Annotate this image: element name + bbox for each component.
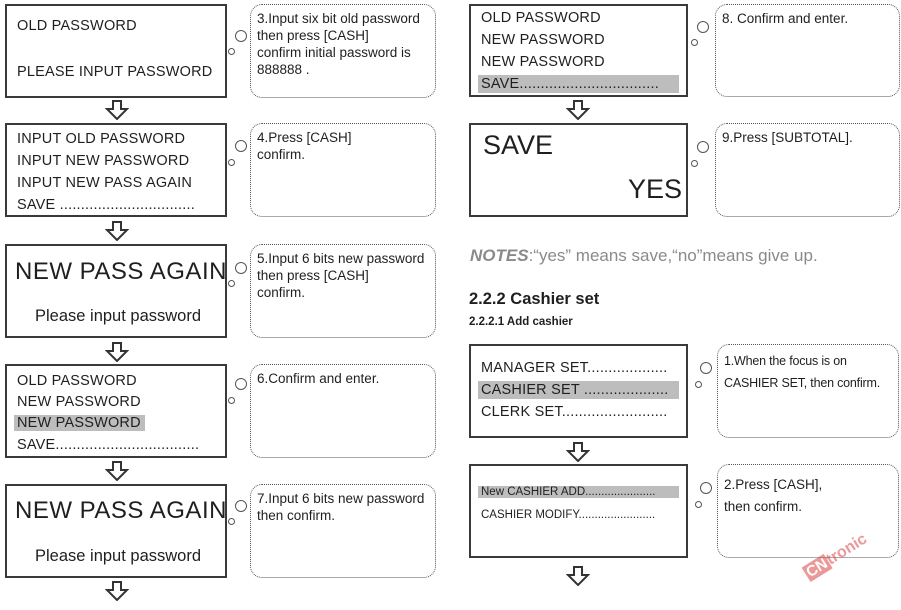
bubble-icon: [228, 48, 235, 55]
bubble-icon: [235, 500, 247, 512]
lcd-line: INPUT OLD PASSWORD: [17, 131, 186, 147]
instruction-note-cashier-step1: 1.When the focus is on CASHIER SET, then…: [717, 344, 899, 438]
down-arrow-icon: [105, 221, 129, 241]
lcd-subtitle: Please input password: [35, 547, 202, 565]
instruction-note-step8: 8. Confirm and enter.: [715, 4, 900, 97]
instruction-note-step5: 5.Input 6 bits new password then press […: [250, 244, 436, 338]
bubble-icon: [228, 518, 235, 525]
instruction-text: 1.When the focus is on CASHIER SET, then…: [724, 354, 880, 390]
down-arrow-icon: [105, 100, 129, 120]
bubble-icon: [691, 39, 698, 46]
section-heading: 2.2.2 Cashier set: [469, 290, 600, 308]
lcd-line: OLD PASSWORD: [17, 373, 137, 389]
lcd-value: YES: [627, 174, 682, 204]
bubble-icon: [700, 482, 712, 494]
lcd-subtitle: Please input password: [35, 307, 202, 325]
down-arrow-icon: [566, 100, 590, 120]
instruction-note-cashier-step2: 2.Press [CASH], then confirm.: [717, 464, 899, 558]
lcd-line: NEW PASSWORD: [481, 32, 605, 48]
lcd-line: MANAGER SET...................: [481, 360, 668, 376]
instruction-note-step3: 3.Input six bit old password then press …: [250, 4, 436, 98]
lcd-screen-step8: OLD PASSWORD NEW PASSWORD NEW PASSWORD S…: [469, 4, 688, 97]
subsection-heading: 2.2.2.1 Add cashier: [469, 316, 573, 328]
bubble-icon: [235, 378, 247, 390]
instruction-text: 7.Input 6 bits new password then confirm…: [257, 491, 425, 523]
bubble-icon: [235, 140, 247, 152]
down-arrow-icon: [566, 442, 590, 462]
instruction-note-step4: 4.Press [CASH] confirm.: [250, 123, 436, 217]
lcd-screen-step9: SAVE YES: [469, 123, 688, 217]
lcd-line: INPUT NEW PASSWORD: [17, 153, 190, 169]
bubble-icon: [235, 262, 247, 274]
bubble-icon: [695, 381, 702, 388]
lcd-highlight: NEW PASSWORD: [14, 415, 145, 431]
notes-line: NOTES:“yes” means save,“no”means give up…: [470, 246, 818, 266]
lcd-title: NEW PASS AGAIN: [15, 258, 227, 285]
bubble-icon: [235, 30, 247, 42]
notes-text: :“yes” means save,“no”means give up.: [528, 246, 818, 265]
lcd-screen-step6: OLD PASSWORD NEW PASSWORD NEW PASSWORD S…: [5, 364, 227, 458]
down-arrow-icon: [566, 566, 590, 586]
lcd-title: NEW PASS AGAIN: [15, 497, 227, 524]
lcd-line-selected: New CASHIER ADD......................: [478, 486, 679, 498]
lcd-screen-step7: NEW PASS AGAIN Please input password: [5, 484, 227, 578]
lcd-line: NEW PASSWORD: [17, 394, 141, 410]
lcd-line-selected: CASHIER SET ....................: [478, 381, 679, 399]
lcd-screen-step3: OLD PASSWORD PLEASE INPUT PASSWORD: [5, 4, 227, 98]
instruction-text: 4.Press [CASH] confirm.: [257, 130, 352, 162]
lcd-screen-step5: NEW PASS AGAIN Please input password: [5, 244, 227, 338]
lcd-line: INPUT NEW PASS AGAIN: [17, 175, 193, 191]
instruction-note-step7: 7.Input 6 bits new password then confirm…: [250, 484, 436, 578]
lcd-highlight: New CASHIER ADD......................: [481, 486, 656, 498]
lcd-highlight: SAVE.................................: [481, 76, 659, 92]
bubble-icon: [700, 362, 712, 374]
notes-label: NOTES: [470, 246, 529, 265]
lcd-screen-cashier-step1: MANAGER SET................... CASHIER S…: [469, 344, 688, 438]
lcd-line-selected: NEW PASSWORD: [14, 414, 145, 432]
down-arrow-icon: [105, 461, 129, 481]
instruction-text: 5.Input 6 bits new password then press […: [257, 251, 425, 300]
lcd-highlight: CASHIER SET ....................: [481, 382, 669, 398]
instruction-text: 8. Confirm and enter.: [722, 11, 849, 26]
lcd-line: SAVE ................................: [17, 197, 195, 213]
instruction-text: 3.Input six bit old password then press …: [257, 11, 420, 77]
lcd-line: PLEASE INPUT PASSWORD: [17, 64, 213, 80]
instruction-text: 6.Confirm and enter.: [257, 371, 380, 386]
bubble-icon: [228, 280, 235, 287]
instruction-text: 9.Press [SUBTOTAL].: [722, 130, 853, 145]
down-arrow-icon: [105, 342, 129, 362]
bubble-icon: [691, 160, 698, 167]
lcd-line-selected: SAVE.................................: [478, 75, 679, 93]
lcd-line: CLERK SET.........................: [481, 404, 668, 420]
bubble-icon: [228, 159, 235, 166]
bubble-icon: [695, 501, 702, 508]
instruction-text: 2.Press [CASH], then confirm.: [724, 477, 823, 514]
lcd-line: SAVE..................................: [17, 437, 200, 453]
lcd-title: SAVE: [483, 130, 554, 160]
instruction-note-step9: 9.Press [SUBTOTAL].: [715, 123, 900, 217]
lcd-line: NEW PASSWORD: [481, 54, 605, 70]
down-arrow-icon: [105, 581, 129, 601]
lcd-line: OLD PASSWORD: [17, 18, 137, 34]
instruction-note-step6: 6.Confirm and enter.: [250, 364, 436, 458]
lcd-screen-cashier-step2: New CASHIER ADD...................... CA…: [469, 464, 688, 558]
lcd-line: OLD PASSWORD: [481, 10, 601, 26]
bubble-icon: [697, 141, 709, 153]
bubble-icon: [228, 397, 235, 404]
bubble-icon: [697, 21, 709, 33]
lcd-screen-step4: INPUT OLD PASSWORD INPUT NEW PASSWORD IN…: [5, 123, 227, 217]
lcd-line: CASHIER MODIFY........................: [481, 509, 656, 521]
